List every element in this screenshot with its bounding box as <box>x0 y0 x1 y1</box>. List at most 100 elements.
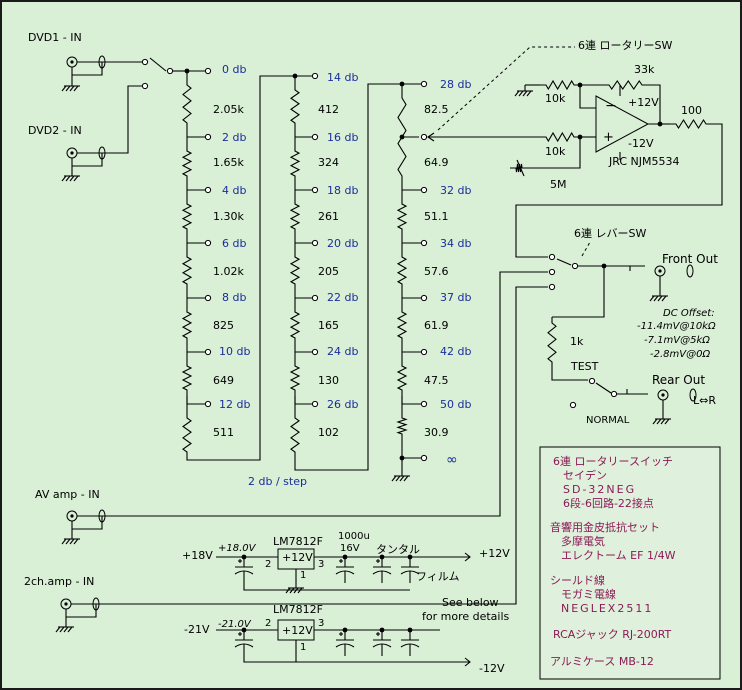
wire <box>243 656 296 663</box>
more-details-label: for more details <box>422 610 510 623</box>
switch-contact <box>548 283 556 291</box>
ground-symbol <box>660 418 666 425</box>
see-below-label: See below <box>442 596 499 609</box>
ground-symbol <box>664 418 670 425</box>
ladder3-db-1: 32 db <box>440 184 471 197</box>
step-label: 2 db / step <box>248 475 307 488</box>
ladder2-db-5: 24 db <box>327 345 358 358</box>
ground-symbol <box>69 85 75 92</box>
dvd1-rca-jack <box>70 60 74 64</box>
two-ch-wire <box>71 286 548 605</box>
ladder1-db-1: 2 db <box>222 131 246 144</box>
capacitor-voltage-label: 16V <box>340 543 360 554</box>
rotary-switch-label: 6連 ロータリーSW <box>578 38 672 52</box>
junction-dot <box>184 68 190 74</box>
ladder-resistor <box>289 306 301 344</box>
lr-swap-label: L⇔R <box>693 394 716 407</box>
ground-symbol <box>399 475 405 482</box>
parts-list-box <box>539 446 721 680</box>
switch-contact <box>204 400 212 408</box>
output-arrow <box>464 657 471 667</box>
ladder-link-wire <box>294 83 402 471</box>
ladder3-res-4: 61.9 <box>424 319 449 332</box>
av-amp-input-label: AV amp - IN <box>35 488 100 501</box>
switch-contact <box>588 377 596 385</box>
rear-out-jack <box>661 393 665 397</box>
dc-offset-line-1: -11.4mV@10kΩ <box>637 321 716 332</box>
opamp-plus-sign: + <box>603 130 614 145</box>
ground-symbol <box>61 175 67 182</box>
av-amp-rca-jack <box>70 514 74 518</box>
opamp-symbol <box>595 95 650 153</box>
ladder2-res-1: 324 <box>318 156 339 169</box>
input-resistor-1-label: 10k <box>545 92 566 105</box>
switch-contact <box>420 294 428 302</box>
switch-contact <box>204 348 212 356</box>
ladder1-res-3: 1.02k <box>213 265 244 278</box>
case-spec: アルミケース MB-12 <box>550 655 654 668</box>
ladder-resistor <box>181 360 193 396</box>
shield-ring <box>689 388 697 402</box>
ladder3-db-3: 37 db <box>440 291 471 304</box>
ladder1-res-6: 511 <box>213 426 234 439</box>
ground-symbol <box>73 175 79 182</box>
ladder1-db-4: 8 db <box>222 291 246 304</box>
switch-contact <box>311 239 319 247</box>
switch-contact <box>311 348 319 356</box>
offset-pot <box>510 163 528 173</box>
ladder-resistor <box>181 145 193 182</box>
dc-offset-title: DC Offset: <box>663 308 715 319</box>
rotary-switch-model: SD-32NEG <box>563 483 636 496</box>
ladder-resistor <box>396 198 408 235</box>
ladder-resistor <box>396 251 408 290</box>
ground-symbol <box>656 418 662 425</box>
ladder3-db-2: 34 db <box>440 237 471 250</box>
ladder3-res-5: 47.5 <box>424 374 449 387</box>
ground-symbol <box>63 626 69 633</box>
ladder1-res-5: 649 <box>213 374 234 387</box>
ground-symbol <box>67 626 73 633</box>
regulator-top-pin-3: 3 <box>318 559 324 570</box>
switch-contact <box>548 253 556 261</box>
front-out-label: Front Out <box>662 252 718 266</box>
ground-symbol <box>653 295 659 302</box>
wire <box>528 137 581 169</box>
rotary-switch-maker: セイデン <box>563 468 607 482</box>
regulator-top-label: LM7812F <box>273 535 323 548</box>
ladder1-db-3: 6 db <box>222 237 246 250</box>
ground-symbol <box>69 538 75 545</box>
switch-contact <box>311 186 319 194</box>
ladder-resistor <box>289 145 301 182</box>
input-resistor-1 <box>540 79 580 91</box>
wire <box>66 604 97 618</box>
ladder3-res-3: 57.6 <box>424 265 449 278</box>
regulator-top-pin-2: 2 <box>265 559 271 570</box>
offset-pot-label: 5M <box>550 178 567 191</box>
wire <box>648 84 661 125</box>
test-position-label: TEST <box>570 360 599 373</box>
ladder-link-wire <box>186 75 297 461</box>
ground-symbol <box>65 85 71 92</box>
ladder3-res-1: 64.9 <box>424 156 449 169</box>
ladder1-db-6: 12 db <box>219 398 250 411</box>
offset-pot <box>516 159 525 177</box>
ladder3-res-0: 82.5 <box>424 103 449 116</box>
wire <box>72 153 103 167</box>
ground-symbol <box>55 626 61 633</box>
ladder1-db-2: 4 db <box>222 184 246 197</box>
wire <box>551 368 588 381</box>
opamp-part-label: JRC NJM5534 <box>608 155 679 168</box>
switch-contact <box>141 82 149 90</box>
opamp-vpos-label: +12V <box>628 96 659 109</box>
regulator-bottom-output-label: +12V <box>282 624 313 637</box>
junction-dot <box>399 81 405 87</box>
ladder2-res-0: 412 <box>318 103 339 116</box>
switch-contact <box>311 294 319 302</box>
ground-symbol <box>73 538 79 545</box>
output-resistor <box>670 118 712 130</box>
ground-symbol <box>69 175 75 182</box>
shield-ring <box>686 264 694 278</box>
resistor-set-title: 音響用金皮抵抗セット <box>550 520 660 534</box>
input-resistor-2 <box>540 131 580 143</box>
dvd2-rca-jack <box>70 151 74 155</box>
